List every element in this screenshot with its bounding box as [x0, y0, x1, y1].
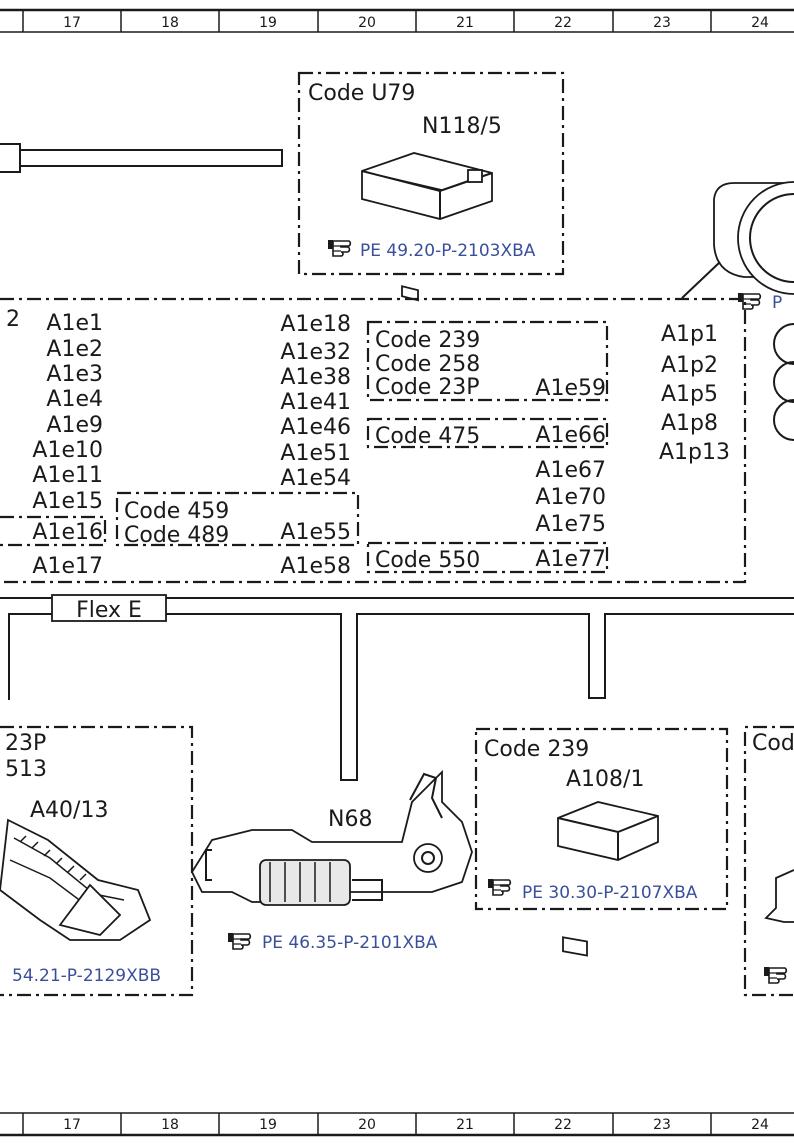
pin-a1e15: A1e15: [32, 489, 103, 514]
pin-a1e4: A1e4: [46, 387, 103, 412]
n68-ref-link[interactable]: PE 46.35-P-2101XBA: [262, 933, 438, 953]
code-239-a108-label: Code 239: [484, 737, 589, 762]
a40-13-ref[interactable]: 54.21-P-2129XBB: [12, 966, 161, 986]
top-ruler: 17 18 19 20 21 22 23 24: [0, 8, 794, 33]
code-23p-label: Code 23P: [375, 375, 480, 400]
top-left-bar: [0, 143, 283, 173]
pin-a1e75: A1e75: [535, 512, 606, 537]
pin-a1e1: A1e1: [46, 311, 103, 336]
pin-a1e16: A1e16: [32, 520, 103, 545]
right-partial-box: Cod: [743, 725, 794, 997]
pin-a1p2: A1p2: [661, 353, 718, 378]
a108-1-box: Code 239 A108/1 PE 30.30-P-2107XBA: [474, 727, 729, 957]
code-550-label: Code 550: [375, 548, 480, 573]
a108-1-part: [557, 801, 659, 957]
pin-a1e41: A1e41: [280, 390, 351, 415]
pin-a1p13: A1p13: [659, 440, 730, 465]
pin-a1e77: A1e77: [535, 547, 606, 572]
right-partial-ref: P: [772, 293, 782, 313]
ruler-col-24: 24: [751, 15, 769, 31]
pin-a1e51: A1e51: [280, 441, 351, 466]
right-partial-code: Cod: [752, 731, 794, 756]
code-258-label: Code 258: [375, 352, 480, 377]
pin-a1e2: A1e2: [46, 337, 103, 362]
ruler-col-18: 18: [161, 15, 179, 31]
code-513-partial: 513: [5, 757, 47, 782]
flex-e-rail: Flex E: [0, 594, 794, 781]
code-489-label: Code 489: [124, 523, 229, 548]
code-475-label: Code 475: [375, 424, 480, 449]
ruler-col-21: 21: [456, 15, 474, 31]
a108-1-ref-link[interactable]: PE 30.30-P-2107XBA: [522, 883, 698, 903]
hand-pointer-icon: [227, 932, 252, 950]
ruler-bottom-col-21: 21: [456, 1117, 474, 1133]
pin-a1e38: A1e38: [280, 365, 351, 390]
pin-a1e32: A1e32: [280, 340, 351, 365]
connector-panel: 2 A1e1 A1e2 A1e3 A1e4 A1e9 A1e10 A1e11 A…: [0, 297, 747, 584]
pin-a1e67: A1e67: [535, 458, 606, 483]
right-side-pins: [773, 323, 794, 441]
a40-13-box: 23P 513 A40/13 54.21-P-2129XBB: [0, 725, 194, 997]
pin-a1e66: A1e66: [535, 423, 606, 448]
pin-a1e10: A1e10: [32, 438, 103, 463]
pin-a1e59: A1e59: [535, 376, 606, 401]
ruler-bottom-col-23: 23: [653, 1117, 671, 1133]
code-u79-label: Code U79: [308, 81, 415, 106]
pin-a1e55: A1e55: [280, 520, 351, 545]
hand-pointer-icon: [327, 239, 352, 257]
flex-e-label: Flex E: [76, 598, 142, 623]
code-23p-partial: 23P: [5, 731, 46, 756]
pin-a1e70: A1e70: [535, 485, 606, 510]
u79-ref-link[interactable]: PE 49.20-P-2103XBA: [360, 241, 536, 261]
ruler-col-19: 19: [259, 15, 277, 31]
pin-a1e54: A1e54: [280, 466, 351, 491]
ruler-bottom-col-19: 19: [259, 1117, 277, 1133]
pin-a1e3: A1e3: [46, 362, 103, 387]
pin-a1e11: A1e11: [32, 463, 103, 488]
n118-5-label: N118/5: [422, 114, 502, 139]
ruler-bottom-col-18: 18: [161, 1117, 179, 1133]
pin-a1p5: A1p5: [661, 382, 718, 407]
a40-13-part: [0, 818, 152, 941]
code-u79-box: Code U79 N118/5 PE 49.20-P-2103XBA: [297, 71, 565, 302]
pin-a1p8: A1p8: [661, 411, 718, 436]
hand-pointer-icon: [487, 878, 512, 896]
n68-label: N68: [328, 807, 372, 832]
ruler-bottom-col-24: 24: [751, 1117, 769, 1133]
ruler-col-23: 23: [653, 15, 671, 31]
n118-5-part: [361, 152, 493, 302]
ruler-col-17: 17: [63, 15, 81, 31]
pin-a1e58: A1e58: [280, 554, 351, 579]
a40-13-label: A40/13: [30, 798, 108, 823]
partial-left-label: 2: [6, 307, 20, 332]
n68-component: N68 PE 46.35-P-2101XBA: [190, 769, 473, 953]
pin-a1e17: A1e17: [32, 554, 103, 579]
pin-a1e9: A1e9: [46, 413, 103, 438]
ruler-bottom-col-17: 17: [63, 1117, 81, 1133]
ruler-bottom-col-22: 22: [554, 1117, 572, 1133]
right-partial-component: P: [681, 181, 794, 313]
ruler-bottom-col-20: 20: [358, 1117, 376, 1133]
pin-a1e46: A1e46: [280, 415, 351, 440]
bottom-ruler: 17 18 19 20 21 22 23 24: [0, 1112, 794, 1137]
a108-1-label: A108/1: [566, 767, 644, 792]
ruler-col-22: 22: [554, 15, 572, 31]
hand-pointer-icon: [737, 292, 762, 310]
pin-a1p1: A1p1: [661, 322, 718, 347]
code-239-label: Code 239: [375, 328, 480, 353]
code-459-label: Code 459: [124, 499, 229, 524]
ruler-col-20: 20: [358, 15, 376, 31]
hand-pointer-icon: [763, 966, 788, 984]
pin-a1e18: A1e18: [280, 312, 351, 337]
n68-part: [190, 769, 473, 906]
